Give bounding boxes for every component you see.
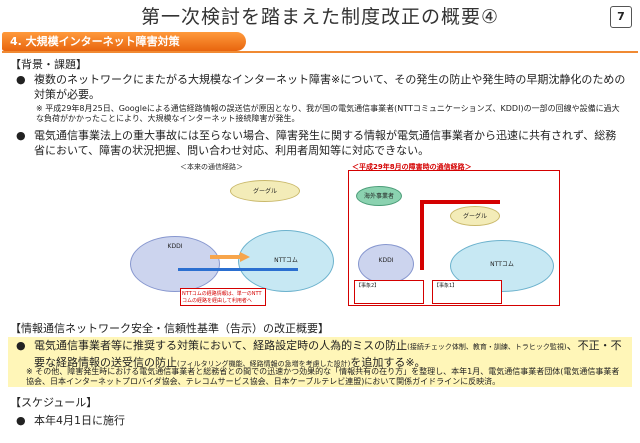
- bullet-4-text: 本年4月1日に施行: [34, 414, 125, 427]
- page-title: 第一次検討を踏まえた制度改正の概要④: [140, 6, 500, 28]
- network-diagram: ＜本来の通信経路＞ グーグル KDDI NTTコム NTTコムの経路情報は、単一…: [120, 160, 560, 308]
- bullet-dot: ●: [16, 129, 26, 142]
- section-standard: 【情報通信ネットワーク安全・信頼性基準（告示）の改正概要】: [10, 322, 329, 335]
- overseas-node: 海外事業者: [356, 186, 402, 206]
- bullet-3-text: 電気通信事業者等に推奨する対策において、経路設定時の人為的ミスの防止(接続チェッ…: [34, 338, 626, 372]
- bullet-dot: ●: [16, 414, 26, 427]
- b3-part5: を追加する※。: [350, 356, 426, 369]
- right-diagram-title: ＜平成29年8月の障害時の通信経路＞: [352, 163, 472, 171]
- error-route-line: [420, 200, 424, 270]
- b3-part2: (接続チェック体制、教育・訓練、トラヒック監視): [407, 343, 567, 351]
- kddi-cloud-right: KDDI: [358, 244, 414, 284]
- section-schedule: 【スケジュール】: [10, 396, 98, 409]
- section-background: 【背景・課題】: [10, 58, 87, 71]
- ntt-cloud: NTTコム: [238, 230, 334, 292]
- bullet-2: ● 電気通信事業法上の重大事故には至らない場合、障害発生に関する情報が電気通信事…: [16, 128, 626, 158]
- bullet-dot: ●: [16, 339, 26, 352]
- kddi-cloud: KDDI: [130, 236, 220, 292]
- right-diagram-frame: [348, 170, 560, 306]
- b3-part3: 、不正・不要な経路情報の送受信の防止: [34, 339, 622, 369]
- bullet-3: ● 電気通信事業者等に推奨する対策において、経路設定時の人為的ミスの防止(接続チ…: [16, 338, 626, 372]
- section-banner: 4. 大規模インターネット障害対策: [2, 32, 246, 51]
- event2-label: 【事象2】: [356, 283, 380, 289]
- ntt-cloud-right: NTTコム: [450, 240, 554, 292]
- b3-part1: 電気通信事業者等に推奨する対策において、経路設定時の人為的ミスの防止: [34, 339, 408, 352]
- google-node-right: グーグル: [450, 206, 500, 226]
- google-node: グーグル: [230, 180, 300, 202]
- bullet-4: ● 本年4月1日に施行: [16, 413, 626, 428]
- bullet-3-note: ※ その他、障害発生時における電気通信事業者と総務省との間での迅速かつ効果的な「…: [26, 367, 620, 386]
- event1-label: 【事象1】: [434, 283, 458, 289]
- page-number: 7: [610, 6, 632, 28]
- bullet-1-note: ※ 平成29年8月25日、Googleによる通信経路情報の誤送信が原因となり、我…: [36, 104, 620, 123]
- ntt-label: NTTコム: [274, 257, 298, 264]
- left-note-text: NTTコムの経路情報は、単一のNTTコムの経路を経由して利用者へ: [182, 291, 262, 304]
- event2-box: 【事象2】: [354, 280, 424, 304]
- route-arrow: [210, 252, 250, 262]
- highlight-background: [8, 337, 632, 387]
- kddi-label: KDDI: [167, 243, 183, 250]
- error-route-line-2: [420, 200, 500, 204]
- normal-route-line: [178, 268, 298, 271]
- banner-divider: [2, 51, 638, 53]
- left-note-box: NTTコムの経路情報は、単一のNTTコムの経路を経由して利用者へ: [180, 288, 266, 306]
- b3-part4: (フィルタリング機能、経路情報の急増を考慮した設計): [177, 360, 351, 368]
- bullet-1: ● 複数のネットワークにまたがる大規模なインターネット障害※について、その発生の…: [16, 72, 626, 102]
- bullet-2-text: 電気通信事業法上の重大事故には至らない場合、障害発生に関する情報が電気通信事業者…: [34, 129, 617, 157]
- bullet-1-text: 複数のネットワークにまたがる大規模なインターネット障害※について、その発生の防止…: [34, 73, 626, 101]
- left-diagram-title: ＜本来の通信経路＞: [180, 163, 243, 171]
- event1-box: 【事象1】: [432, 280, 502, 304]
- bullet-dot: ●: [16, 73, 26, 86]
